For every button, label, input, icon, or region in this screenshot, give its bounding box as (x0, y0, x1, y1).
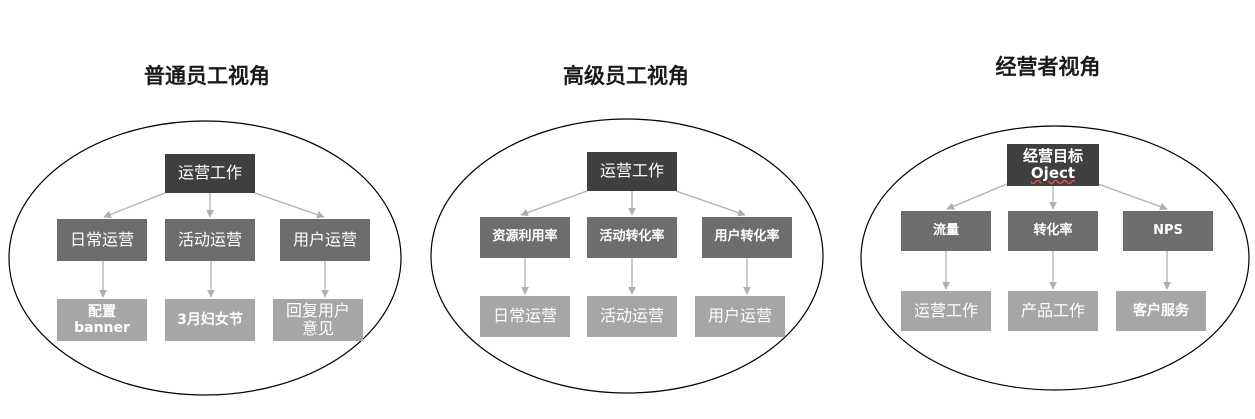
section-1-leaf-1: 配置 banner (57, 299, 147, 341)
section-3-leaf-3: 客户服务 (1116, 291, 1206, 331)
section-3-child-1: 流量 (901, 211, 991, 251)
section-1-leaf-3: 回复用户意见 (273, 299, 363, 341)
section-3-child-2: 转化率 (1008, 211, 1098, 251)
section-3-child-3: NPS (1123, 211, 1213, 251)
section-1-leaf-2: 3月妇女节 (165, 299, 255, 341)
ellipse-1 (8, 120, 402, 396)
section-2-leaf-1: 日常运营 (480, 296, 570, 337)
section-1-child-1: 日常运营 (57, 219, 147, 261)
section-2-leaf-3: 用户运营 (695, 296, 785, 337)
section-1-root: 运营工作 (165, 154, 255, 193)
section-3-root-line1: 经营目标 (1022, 146, 1083, 165)
section-1-child-3: 用户运营 (280, 219, 370, 261)
section-1-child-2: 活动运营 (165, 219, 255, 261)
section-3-leaf-1: 运营工作 (901, 291, 991, 331)
section-2-child-2: 活动转化率 (587, 217, 677, 258)
section-3-leaf-2: 产品工作 (1008, 291, 1098, 331)
section-2-root: 运营工作 (587, 152, 677, 191)
ellipse-3 (860, 125, 1250, 391)
section-2-title: 高级员工视角 (563, 64, 689, 88)
section-3-root: 经营目标 Oject (1007, 144, 1099, 186)
section-2-child-1: 资源利用率 (480, 217, 570, 258)
section-2-leaf-2: 活动运营 (587, 296, 677, 337)
section-3-root-line2: Oject (1030, 164, 1076, 182)
section-2-child-3: 用户转化率 (702, 217, 792, 258)
section-1-title: 普通员工视角 (144, 64, 270, 88)
ellipse-2 (430, 118, 824, 394)
section-3-title: 经营者视角 (995, 55, 1101, 79)
